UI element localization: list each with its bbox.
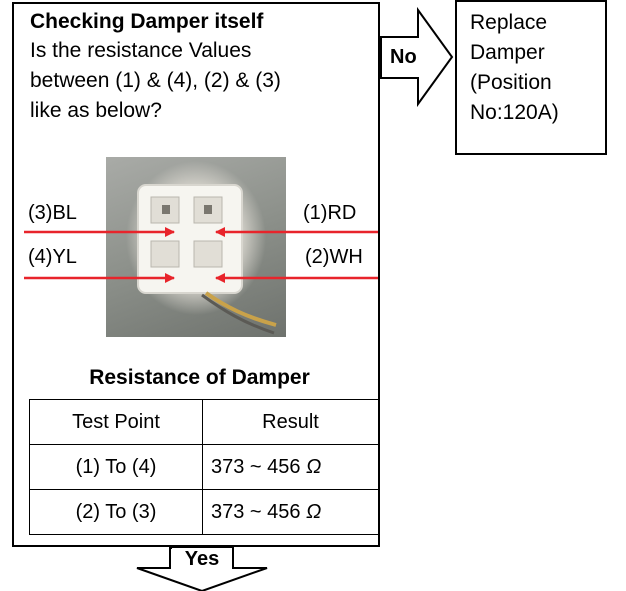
result-value: 373 ~ 456 bbox=[211, 500, 301, 523]
question-line-3: like as below? bbox=[30, 99, 162, 122]
no-arrow bbox=[380, 6, 454, 108]
table-title: Resistance of Damper bbox=[89, 366, 310, 389]
label-pin1-rd: (1)RD bbox=[303, 202, 357, 224]
box-title: Checking Damper itself bbox=[30, 10, 264, 33]
resistance-table: Test Point Result (1) To (4) 373 ~ 456 Ω… bbox=[29, 399, 379, 535]
connector-photo bbox=[106, 157, 286, 337]
table-row: (1) To (4) 373 ~ 456 Ω bbox=[29, 444, 379, 490]
test-point-cell: (2) To (3) bbox=[29, 489, 203, 535]
replace-line-3: (Position bbox=[470, 71, 552, 94]
yes-label: Yes bbox=[172, 548, 232, 571]
ohm-unit: Ω bbox=[306, 500, 322, 523]
question-line-1: Is the resistance Values bbox=[30, 39, 252, 62]
test-point-cell: (1) To (4) bbox=[29, 444, 203, 490]
replace-line-2: Damper bbox=[470, 41, 545, 64]
replace-damper-box bbox=[455, 0, 607, 155]
result-cell: 373 ~ 456 Ω bbox=[202, 489, 379, 535]
table-header-row: Test Point Result bbox=[29, 399, 379, 445]
table-row: (2) To (3) 373 ~ 456 Ω bbox=[29, 489, 379, 535]
header-test-point: Test Point bbox=[29, 399, 203, 445]
label-pin4-yl: (4)YL bbox=[28, 246, 77, 268]
label-pin3-bl: (3)BL bbox=[28, 202, 77, 224]
ohm-unit: Ω bbox=[306, 455, 322, 478]
replace-line-1: Replace bbox=[470, 11, 548, 34]
question-line-2: between (1) & (4), (2) & (3) bbox=[30, 69, 281, 92]
label-pin2-wh: (2)WH bbox=[305, 246, 363, 268]
replace-line-4: No:120A) bbox=[470, 101, 559, 124]
no-label: No bbox=[390, 46, 417, 68]
result-value: 373 ~ 456 bbox=[211, 455, 301, 478]
